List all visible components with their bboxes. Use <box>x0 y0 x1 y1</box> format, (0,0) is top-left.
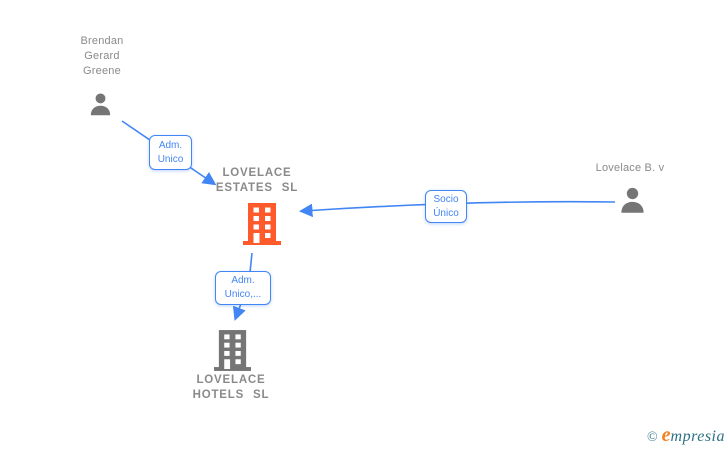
person-name-line: Brendan <box>80 35 124 47</box>
edge-label-adm-unico-2[interactable]: Adm. Unico,... <box>215 271 271 305</box>
edge-label-line: Único <box>433 207 459 219</box>
logo-brand-initial: e <box>661 424 671 446</box>
edge-label-socio-unico[interactable]: Socio Único <box>425 190 467 223</box>
person-icon[interactable] <box>617 185 648 216</box>
person-name-line: Gerard <box>84 50 120 62</box>
company-name-line: LOVELACE <box>196 374 266 386</box>
logo-brand-text: mpresia <box>670 428 725 445</box>
empresia-logo[interactable]: © e mpresia <box>647 425 725 446</box>
company-name-lovelace-estates[interactable]: LOVELACE ESTATES SL <box>197 166 317 196</box>
edge-label-adm-unico[interactable]: Adm. Unico <box>149 135 192 170</box>
building-icon-lovelace-hotels[interactable] <box>214 330 251 371</box>
company-name-line: ESTATES SL <box>215 182 299 194</box>
edge-label-line: Socio <box>433 193 459 205</box>
copyright-icon: © <box>647 430 658 445</box>
person-name-line: Greene <box>83 65 121 77</box>
edge-label-line: Unico <box>157 153 184 165</box>
person-name-lovelace-bv[interactable]: Lovelace B. v <box>575 161 685 176</box>
person-icon[interactable] <box>87 91 114 118</box>
company-name-line: HOTELS SL <box>192 389 270 401</box>
company-name-lovelace-hotels[interactable]: LOVELACE HOTELS SL <box>171 373 291 403</box>
edge-label-line: Adm. <box>158 139 183 151</box>
person-name-brendan[interactable]: Brendan Gerard Greene <box>57 34 147 79</box>
company-name-line: LOVELACE <box>222 167 292 179</box>
person-name-line: Lovelace B. v <box>595 162 665 174</box>
edge-label-line: Unico,... <box>224 289 262 300</box>
building-icon-lovelace-estates[interactable] <box>243 203 281 245</box>
edge-label-line: Adm. <box>231 275 255 286</box>
